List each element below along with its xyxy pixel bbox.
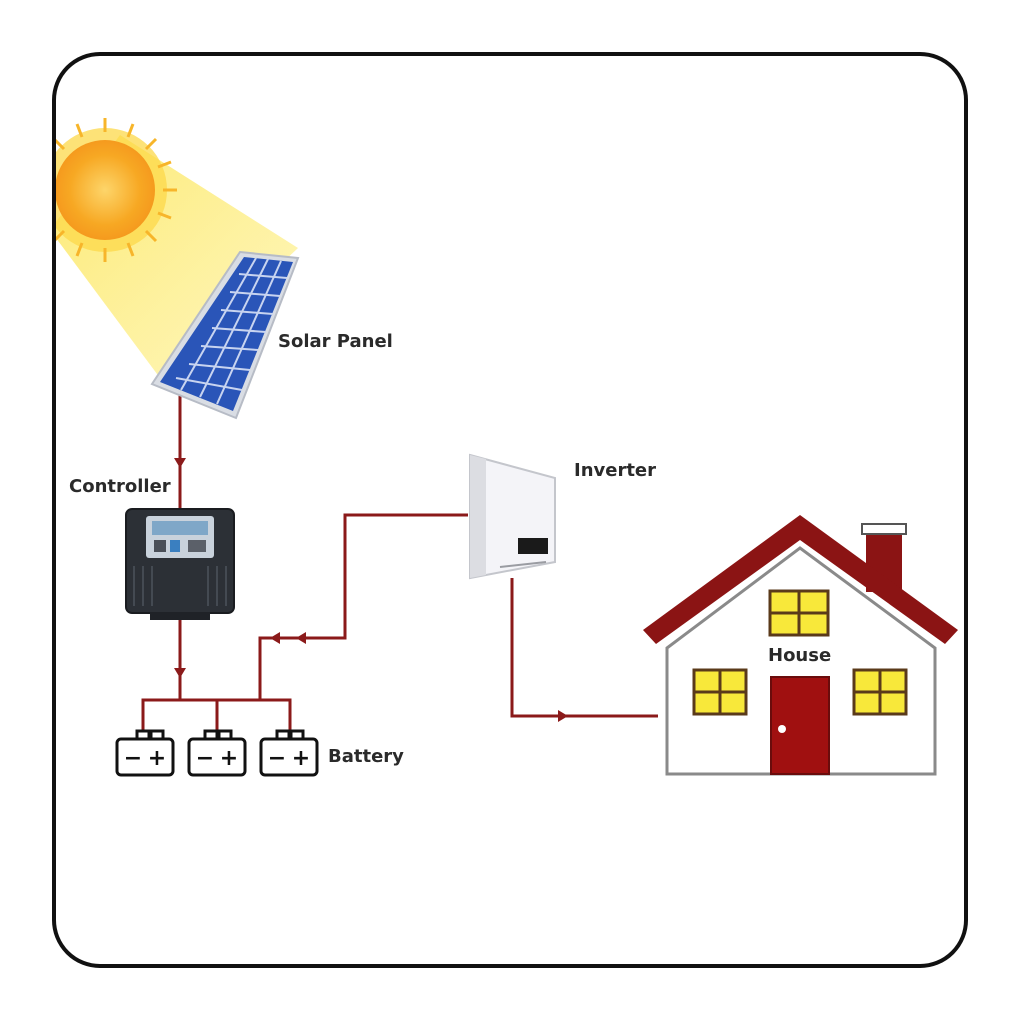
battery-icon [259, 729, 319, 777]
house-icon [643, 515, 958, 776]
sun-icon [56, 118, 177, 262]
battery-icon [187, 729, 247, 777]
controller-label: Controller [69, 476, 171, 497]
solar-panel [150, 250, 300, 420]
wires [141, 395, 658, 730]
battery-icon [115, 729, 175, 777]
battery-label: Battery [328, 746, 404, 767]
house-label: House [768, 645, 832, 666]
house-window [852, 668, 908, 716]
battery-minus: − [124, 746, 142, 771]
charge-controller [125, 508, 235, 620]
battery-plus: + [148, 746, 166, 771]
house-window [768, 589, 830, 637]
wire-arrows [174, 458, 568, 722]
battery-plus: + [292, 746, 310, 771]
inverter-label: Inverter [574, 460, 657, 481]
house-door [770, 676, 830, 775]
battery-bank: − + − + − + [115, 729, 319, 777]
inverter [469, 453, 556, 580]
house-window [692, 668, 748, 716]
battery-minus: − [196, 746, 214, 771]
wire-bus-inverter [258, 513, 468, 700]
battery-plus: + [220, 746, 238, 771]
solar-panel-label: Solar Panel [278, 331, 393, 352]
wire-inverter-house [510, 578, 658, 718]
battery-minus: − [268, 746, 286, 771]
